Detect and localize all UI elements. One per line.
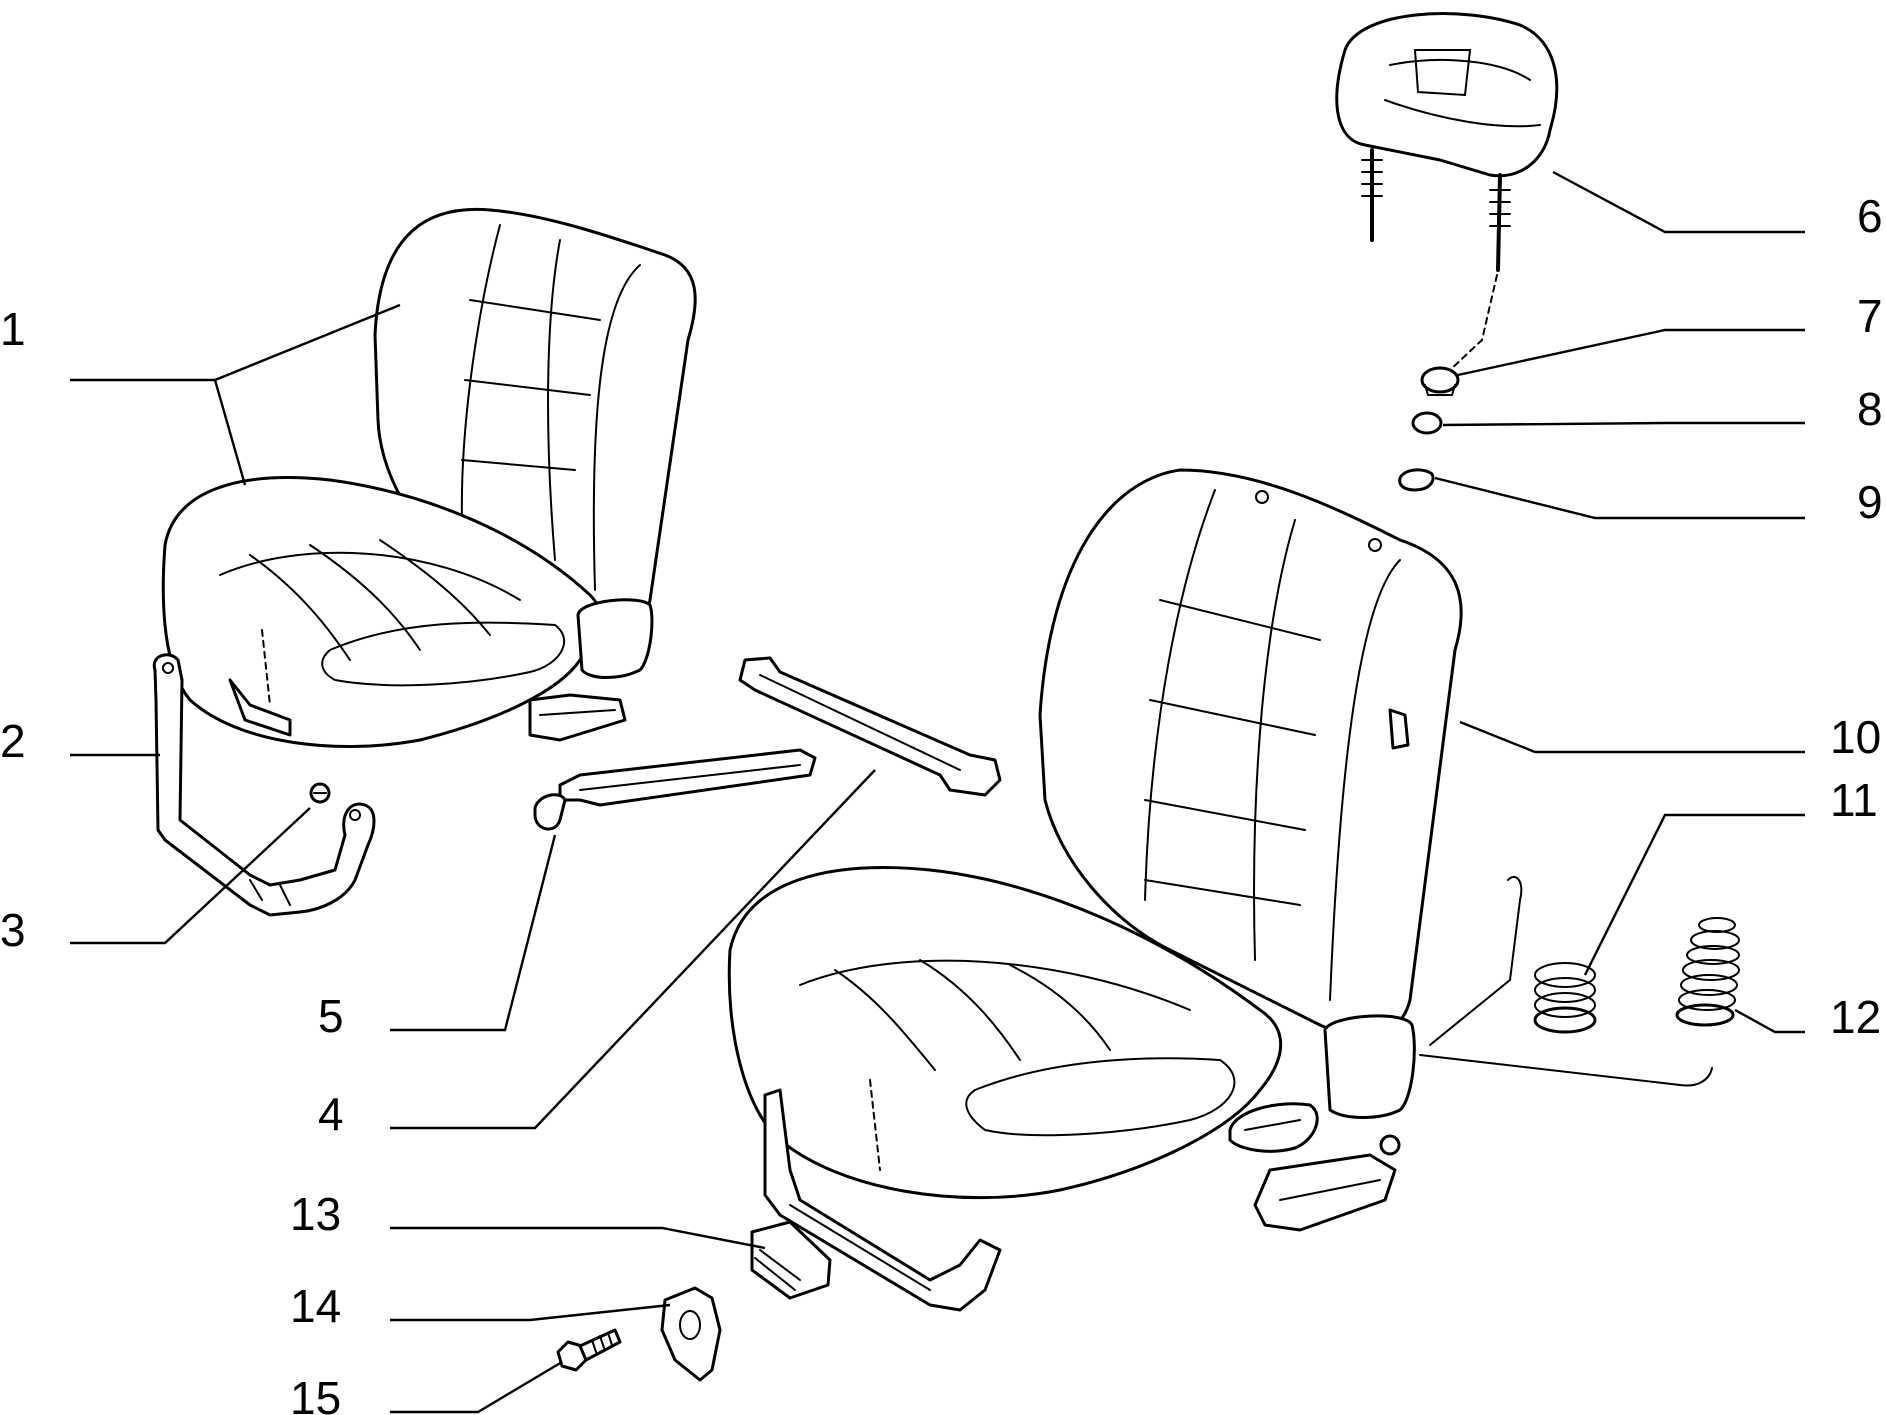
callout-5: 5 xyxy=(318,990,344,1042)
left-seat xyxy=(161,207,697,748)
callout-10: 10 xyxy=(1830,711,1881,763)
callout-7: 7 xyxy=(1857,290,1883,342)
callout-3: 3 xyxy=(0,904,26,956)
callout-labels: 1 2 3 5 4 13 14 15 6 7 8 9 10 11 12 xyxy=(0,190,1883,1415)
callout-4: 4 xyxy=(318,1088,344,1140)
callout-15: 15 xyxy=(290,1372,341,1415)
clip xyxy=(1398,468,1435,492)
bolt xyxy=(556,1328,622,1372)
headrest-guide-bushing xyxy=(1420,366,1460,396)
callout-12: 12 xyxy=(1830,991,1881,1043)
headrest xyxy=(1335,12,1559,371)
callout-6: 6 xyxy=(1857,190,1883,242)
callout-1: 1 xyxy=(0,303,26,355)
bushing xyxy=(1411,411,1443,435)
callout-14: 14 xyxy=(290,1280,341,1332)
callout-8: 8 xyxy=(1857,383,1883,435)
callout-11: 11 xyxy=(1830,774,1878,826)
spring-11 xyxy=(1533,962,1597,1034)
bracket xyxy=(660,1286,722,1382)
leader-lines xyxy=(70,170,1805,1414)
callout-2: 2 xyxy=(0,715,26,767)
seat-frame-bar xyxy=(152,653,376,917)
seat-rail-left xyxy=(533,748,817,831)
seat-rail-right xyxy=(738,656,1002,797)
cap xyxy=(750,1220,832,1300)
right-seat xyxy=(727,468,1463,1312)
screw xyxy=(309,782,331,804)
callout-13: 13 xyxy=(290,1188,341,1240)
spring-12 xyxy=(1675,917,1740,1027)
callout-9: 9 xyxy=(1857,476,1883,528)
